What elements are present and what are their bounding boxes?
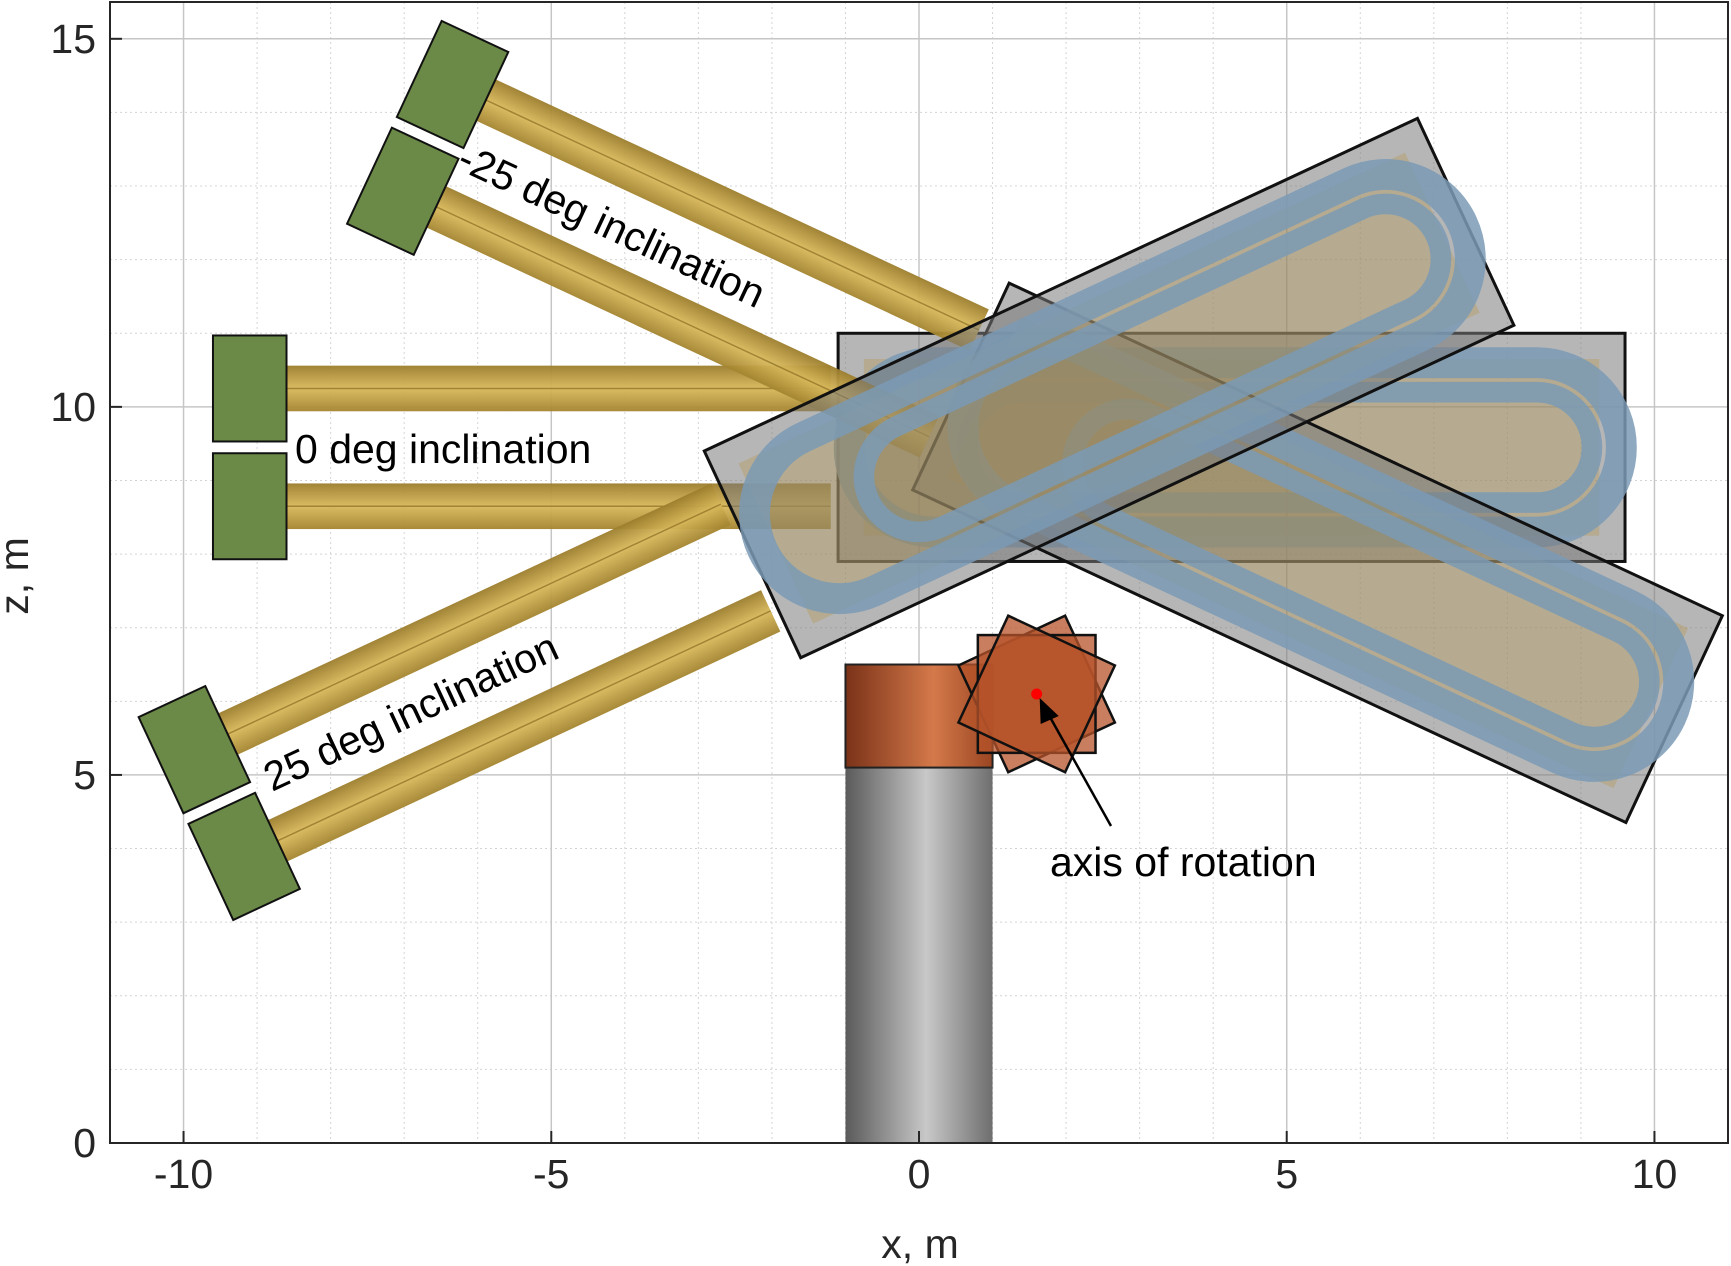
x-tick-label: -10 [154, 1151, 213, 1197]
counterweight [187, 791, 302, 922]
x-tick-label: -5 [533, 1151, 569, 1197]
pivot-point [1031, 688, 1043, 700]
beam-centerline [257, 610, 772, 851]
panel-backing [738, 152, 1480, 624]
counterweight [345, 126, 460, 257]
beam-centerline [465, 90, 980, 331]
configuration-pos25-deg [137, 116, 1516, 922]
y-tick-label: 15 [50, 16, 96, 62]
axes-box [109, 1, 1729, 1144]
x-tick-label: 10 [1632, 1151, 1678, 1197]
annotation-zero: 0 deg inclination [295, 426, 591, 472]
counterweight [211, 334, 288, 443]
x-tick-label: 0 [908, 1151, 931, 1197]
axis-arrow-shaft [1041, 703, 1113, 827]
axis-arrow-head [1039, 697, 1059, 724]
scene [137, 19, 1725, 1143]
y-tick-label: 0 [73, 1120, 96, 1166]
y-tick-label: 5 [73, 752, 96, 798]
tower [845, 767, 993, 1143]
y-tick-label: 10 [50, 384, 96, 430]
x-tick-label: 5 [1275, 1151, 1298, 1197]
x-axis-label: x, m [881, 1221, 958, 1266]
coil-track [853, 193, 1452, 543]
tick-labels: -10 -5 0 5 10 0 5 10 15 [50, 16, 1677, 1197]
annotation-axis: axis of rotation [1050, 839, 1317, 885]
beam-centerline [207, 503, 722, 745]
y-axis-label: z, m [0, 537, 37, 614]
coil-track [739, 159, 1486, 615]
counterweight [211, 452, 288, 561]
counterweight [395, 19, 510, 150]
counterweight [137, 684, 252, 815]
